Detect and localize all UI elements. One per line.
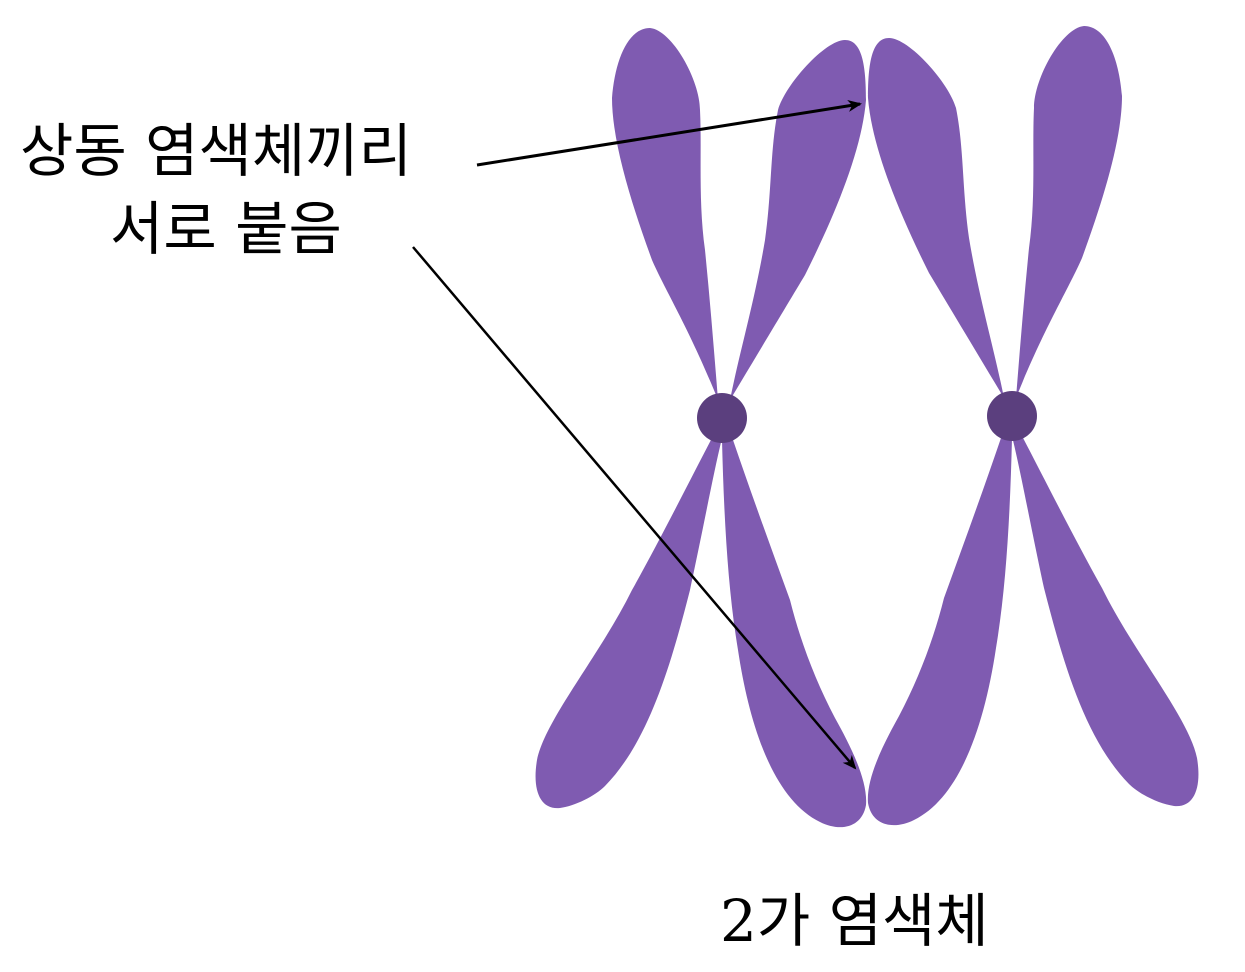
label-homologous-pairing-line2: 서로 붙음: [110, 195, 342, 263]
chromosome-right: [867, 26, 1199, 826]
label-bivalent: 2가 염색체: [720, 887, 989, 955]
arrow-to-bottom-contact: [412, 246, 857, 770]
arrow-to-top-contact: [476, 99, 862, 167]
label-homologous-pairing-line1: 상동 염색체끼리: [20, 117, 412, 185]
